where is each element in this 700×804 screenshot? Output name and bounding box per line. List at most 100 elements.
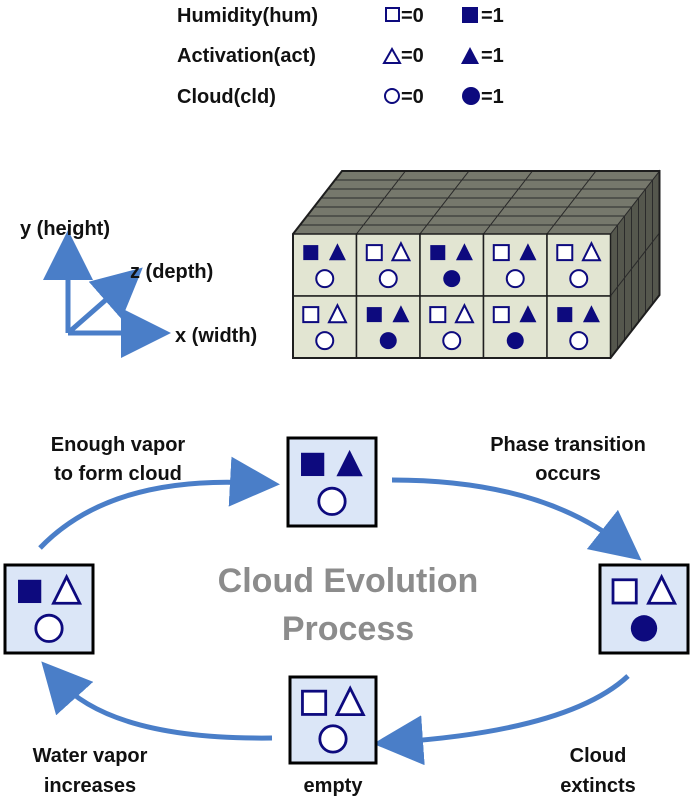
- axes: y (height) z (depth) x (width): [20, 218, 257, 358]
- cloud-off-icon: [315, 331, 335, 351]
- grid-top-face: [355, 224, 429, 235]
- state-box-top: [286, 436, 378, 528]
- grid-top-face: [517, 179, 591, 190]
- grid-cell: [292, 233, 358, 297]
- grid-cell: [546, 295, 612, 359]
- legend-label-cloud: Cloud(cld): [177, 86, 276, 108]
- grid-top-face: [397, 170, 471, 181]
- label-enough-vapor-2: to form cloud: [54, 463, 182, 485]
- x-axis-label: x (width): [175, 325, 257, 347]
- grid-side-face: [610, 285, 618, 360]
- grid-side-face: [617, 214, 625, 289]
- humidity-off-icon: [556, 244, 574, 262]
- grid-top-face: [362, 215, 436, 226]
- cloud-grid-3d: [291, 169, 661, 360]
- cloud-one-icon: [462, 87, 480, 105]
- grid-side-face: [624, 205, 632, 280]
- grid-top-face: [446, 188, 520, 199]
- grid-side-face: [645, 240, 653, 315]
- humidity-off-icon: [301, 689, 328, 716]
- activation-on-icon: [519, 243, 537, 261]
- label-cloud-extincts-1: Cloud: [570, 745, 627, 767]
- activation-on-icon: [328, 243, 346, 261]
- activation-off-icon: [334, 685, 366, 717]
- label-enough-vapor-1: Enough vapor: [51, 434, 186, 456]
- grid-top-face: [376, 197, 450, 208]
- activation-on-icon: [582, 305, 600, 323]
- legend-activation-zero: =0: [401, 45, 424, 67]
- activation-one-icon: [461, 47, 479, 64]
- activation-zero-icon: [382, 46, 402, 64]
- cloud-off-icon: [318, 724, 348, 754]
- humidity-off-icon: [365, 244, 383, 262]
- grid-top-face: [425, 215, 499, 226]
- state-box-right: [598, 563, 690, 655]
- cloud-off-icon: [569, 269, 589, 289]
- humidity-off-icon: [302, 306, 320, 324]
- grid-top-face: [510, 188, 584, 199]
- activation-off-icon: [581, 241, 602, 262]
- cloud-on-icon: [379, 332, 397, 350]
- grid-side-face: [638, 249, 646, 324]
- cycle-title-line1: Cloud Evolution: [218, 562, 479, 600]
- grid-top-face: [545, 224, 619, 235]
- grid-top-face: [489, 215, 563, 226]
- humidity-off-icon: [611, 578, 638, 605]
- legend-humidity-one: =1: [481, 5, 504, 27]
- grid-cell: [355, 295, 421, 359]
- cloud-on-icon: [630, 615, 658, 642]
- grid-side-face: [638, 187, 646, 262]
- grid-side-face: [631, 196, 639, 271]
- grid-top-face: [573, 188, 647, 199]
- legend-humidity-zero: =0: [401, 5, 424, 27]
- grid-top-face: [482, 224, 556, 235]
- cloud-off-icon: [378, 269, 398, 289]
- grid-top-face: [580, 179, 654, 190]
- grid-top-face: [587, 170, 661, 181]
- legend-activation-one: =1: [481, 45, 504, 67]
- grid-top-face: [439, 197, 513, 208]
- cloud-evolution-cycle: Cloud Evolution Process Enough vapor to …: [3, 434, 690, 797]
- grid-top-face: [298, 215, 372, 226]
- grid-top-face: [453, 179, 527, 190]
- z-axis-arrow: [66, 267, 143, 335]
- cycle-title-line2: Process: [282, 610, 414, 648]
- grid-cell: [355, 233, 421, 297]
- grid-top-face: [383, 188, 457, 199]
- grid-cell: [419, 295, 485, 359]
- grid-side-face: [652, 231, 660, 306]
- label-water-vapor-2: increases: [44, 775, 136, 797]
- activation-on-icon: [519, 305, 537, 323]
- grid-top-face: [333, 170, 407, 181]
- grid-side-face: [624, 267, 632, 342]
- grid-side-face: [617, 276, 625, 351]
- grid-top-face: [503, 197, 577, 208]
- humidity-off-icon: [492, 244, 510, 262]
- grid-side-face: [631, 258, 639, 333]
- grid-top-face: [291, 224, 365, 235]
- activation-off-icon: [646, 573, 678, 605]
- grid-side-face: [645, 178, 653, 253]
- grid-top-face: [460, 170, 534, 181]
- z-axis-label: z (depth): [130, 261, 213, 283]
- cloud-off-icon: [315, 269, 335, 289]
- state-box-left: [3, 563, 95, 655]
- grid-top-face: [369, 206, 443, 217]
- arrow-left-to-top: [38, 456, 280, 550]
- legend-cloud-zero: =0: [401, 86, 424, 108]
- grid-top-face: [496, 206, 570, 217]
- legend-cloud-one: =1: [481, 86, 504, 108]
- humidity-on-icon: [366, 307, 382, 323]
- activation-on-icon: [336, 449, 363, 477]
- grid-top-face: [524, 170, 598, 181]
- activation-off-icon: [327, 303, 348, 324]
- arrow-top-to-right: [391, 477, 642, 561]
- arrow-bottom-to-left: [41, 661, 273, 741]
- grid-cell: [292, 295, 358, 359]
- grid-outline: [292, 170, 661, 359]
- label-empty: empty: [304, 775, 364, 797]
- grid-top-face: [305, 206, 379, 217]
- humidity-off-icon: [429, 306, 447, 324]
- cloud-off-icon: [317, 486, 347, 516]
